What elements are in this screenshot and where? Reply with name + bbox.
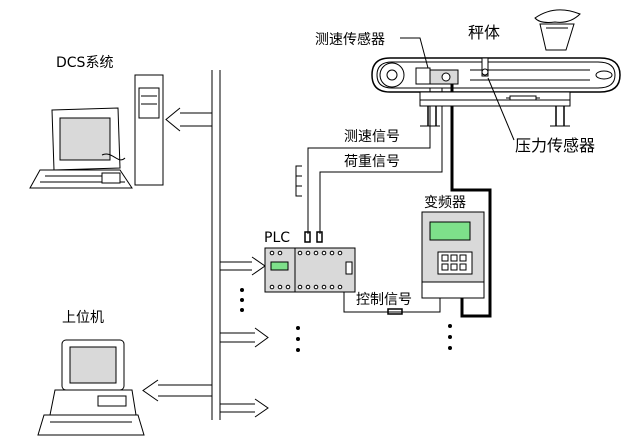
plc-unit xyxy=(264,247,356,293)
ellipsis-dots-right xyxy=(448,324,452,350)
arrow-to-host xyxy=(142,379,212,402)
control-signal-label: 控制信号 xyxy=(356,292,412,308)
vfd-unit xyxy=(421,211,485,299)
pressure-sensor-leader xyxy=(487,77,515,141)
plc-label: PLC xyxy=(264,230,290,246)
vfd-label: 变频器 xyxy=(424,195,466,211)
speed-signal-label: 测速信号 xyxy=(344,129,400,145)
ellipsis-dots-mid xyxy=(296,326,300,352)
ellipsis-dots-left xyxy=(240,288,244,312)
host-label: 上位机 xyxy=(62,310,104,326)
arrow-to-device-2 xyxy=(220,398,269,418)
pressure-sensor xyxy=(481,57,489,77)
load-signal-label: 荷重信号 xyxy=(344,154,400,170)
scale-body-label: 秤体 xyxy=(468,23,500,42)
dcs-computer xyxy=(29,74,164,189)
arrow-to-plc xyxy=(220,256,266,276)
motor-cable xyxy=(450,78,492,318)
material-hopper xyxy=(534,9,581,51)
speed-sensor xyxy=(415,67,459,85)
network-bus xyxy=(211,70,221,420)
belt-conveyor xyxy=(371,57,621,127)
arrow-to-device-1 xyxy=(220,327,269,348)
arrow-to-dcs xyxy=(165,107,212,132)
speed-sensor-leader xyxy=(400,37,429,69)
speed-sensor-label: 测速传感器 xyxy=(315,31,385,48)
signal-wires xyxy=(295,88,443,243)
control-signal-wire xyxy=(343,292,441,315)
host-computer xyxy=(37,339,145,436)
dcs-label: DCS系统 xyxy=(56,55,113,71)
pressure-sensor-label: 压力传感器 xyxy=(515,136,595,155)
